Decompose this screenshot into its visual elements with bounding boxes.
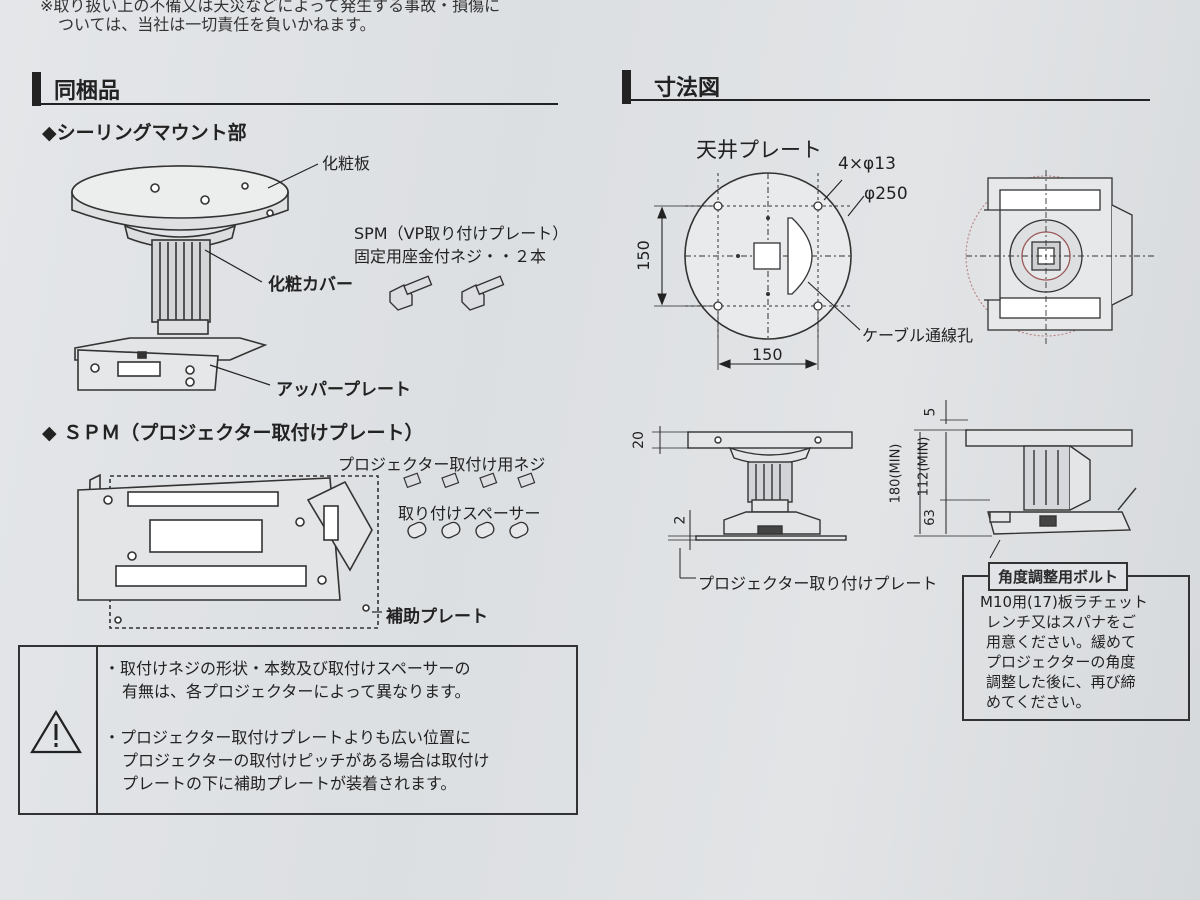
dim-vertical-150: 150 xyxy=(633,240,653,271)
side-right-dims xyxy=(914,400,1001,559)
mount-bottom-view xyxy=(965,170,1156,345)
ceiling-mount-leaders xyxy=(204,163,319,386)
angle-bolt-title: 角度調整用ボルト xyxy=(988,562,1129,591)
warning-triangle-icon xyxy=(30,709,82,754)
dim-180-min: 180(MIN) xyxy=(888,443,904,504)
top-warning-line2: ついては、当社は一切責任を負いかねます。 xyxy=(58,15,376,34)
dimension-title: 寸法図 xyxy=(654,76,721,101)
spm-fixing-screws xyxy=(389,275,505,311)
top-warning-line1: ※取り扱い上の不備又は天災などによって発生する事故・損傷に xyxy=(40,0,501,15)
spm-plate-drawing xyxy=(77,473,379,629)
spacers xyxy=(407,521,529,539)
caution-divider xyxy=(96,647,98,813)
cable-hole-label: ケーブル通線孔 xyxy=(862,326,974,345)
angle-bolt-line4: プロジェクターの角度 xyxy=(986,653,1136,671)
side-left-dims xyxy=(652,426,700,579)
caution-note2-line2: プロジェクターの取付けピッチがある場合は取付け xyxy=(122,751,490,770)
ceiling-mount-drawing xyxy=(71,165,289,391)
angle-bolt-line5: 調整した後に、再び締 xyxy=(986,673,1136,691)
dim-2: 2 xyxy=(672,515,689,525)
caution-note2-line1: ・プロジェクター取付けプレートよりも広い位置に xyxy=(104,728,472,747)
mount-side-view-right xyxy=(965,429,1137,535)
spm-heading: ◆ ＳＰＭ（プロジェクター取付けプレート） xyxy=(42,422,424,444)
hole-spec: 4×φ13 xyxy=(838,154,896,174)
label-cover-plate: 化粧板 xyxy=(322,154,371,173)
dimension-header-bar xyxy=(622,70,1150,104)
ceiling-plate-label: 天井プレート xyxy=(696,138,822,162)
dim-horizontal-150: 150 xyxy=(752,345,783,364)
mount-side-view-left xyxy=(687,431,853,541)
dim-20: 20 xyxy=(630,431,647,449)
label-cover: 化粧カバー xyxy=(268,275,353,295)
ceiling-mount-heading: ◆シーリングマウント部 xyxy=(42,122,247,144)
projector-plate-label: プロジェクター取り付けプレート xyxy=(698,574,938,593)
label-aux-plate: 補助プレート xyxy=(386,607,488,627)
angle-bolt-line6: めてください。 xyxy=(986,693,1091,711)
spm-screws-line2: 固定用座金付ネジ・・２本 xyxy=(354,247,547,266)
caution-note2-line3: プレートの下に補助プレートが装着されます。 xyxy=(122,774,457,793)
angle-bolt-line3: 用意ください。緩めて xyxy=(986,633,1137,651)
ceiling-plate-top-view xyxy=(684,172,852,340)
label-projector-screws: プロジェクター取付け用ネジ xyxy=(338,455,546,474)
top-view-dimension-lines xyxy=(654,179,865,370)
dim-63: 63 xyxy=(922,509,938,526)
contents-title: 同梱品 xyxy=(54,79,121,104)
dim-5: 5 xyxy=(922,407,939,417)
caution-box xyxy=(18,645,578,815)
caution-note1-line2: 有無は、各プロジェクターによって異なります。 xyxy=(122,682,471,701)
spm-screws-line1: SPM（VP取り付けプレート） xyxy=(354,224,569,243)
contents-header-bar xyxy=(32,72,558,106)
label-upper-plate: アッパープレート xyxy=(276,380,411,400)
projector-screws xyxy=(403,472,536,489)
dim-112-min: 112(MIN) xyxy=(916,436,932,497)
caution-note1-line1: ・取付けネジの形状・本数及び取付けスペーサーの xyxy=(104,659,471,678)
angle-bolt-line1: M10用(17)板ラチェット xyxy=(980,593,1148,611)
label-spacers: 取り付けスペーサー xyxy=(398,504,541,523)
diameter-spec: φ250 xyxy=(864,184,908,204)
angle-bolt-line2: レンチ又はスパナをご xyxy=(986,613,1137,631)
